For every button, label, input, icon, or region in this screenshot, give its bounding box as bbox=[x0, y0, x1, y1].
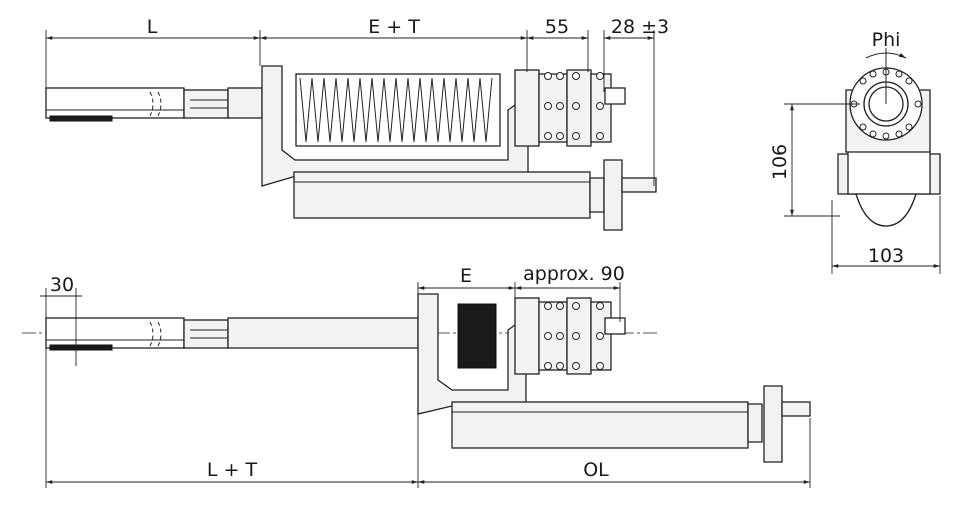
dimensions-bottom: 30 E approx. 90 L + T OL bbox=[40, 263, 811, 488]
dimensions-end: Phi 106 103 bbox=[769, 29, 941, 274]
end-wheel bbox=[855, 193, 917, 227]
shaft-slot-top bbox=[49, 115, 113, 122]
rail-top bbox=[293, 171, 591, 219]
dim-55: 55 bbox=[545, 16, 569, 38]
dim-OL: OL bbox=[583, 459, 609, 481]
shaft-tube-top bbox=[45, 87, 185, 119]
dim-28: 28 ±3 bbox=[611, 16, 669, 38]
dim-103: 103 bbox=[868, 245, 904, 267]
bellows-compressed bbox=[457, 303, 497, 369]
dim-E-plus-T: E + T bbox=[368, 16, 420, 38]
top-view-extended bbox=[45, 65, 657, 231]
dim-approx-90: approx. 90 bbox=[523, 263, 625, 285]
dim-E: E bbox=[460, 265, 472, 287]
end-view bbox=[837, 48, 941, 227]
shaft-tube-bottom bbox=[45, 317, 185, 349]
bottom-view-retracted bbox=[22, 293, 811, 463]
dim-30: 30 bbox=[50, 274, 74, 296]
dim-106: 106 bbox=[769, 144, 791, 180]
handwheel-bottom bbox=[763, 385, 783, 463]
flange-left-top bbox=[514, 69, 540, 147]
dim-phi: Phi bbox=[872, 29, 901, 51]
dimensions-top: L E + T 55 28 ±3 bbox=[45, 16, 669, 186]
bellows-top bbox=[295, 73, 501, 147]
shaft-slot-bottom bbox=[49, 344, 113, 351]
shaft-bottom bbox=[227, 317, 419, 349]
rail-bottom bbox=[451, 401, 749, 449]
dim-L: L bbox=[147, 16, 158, 38]
dim-L-plus-T: L + T bbox=[207, 459, 258, 481]
handwheel-top bbox=[603, 159, 623, 231]
